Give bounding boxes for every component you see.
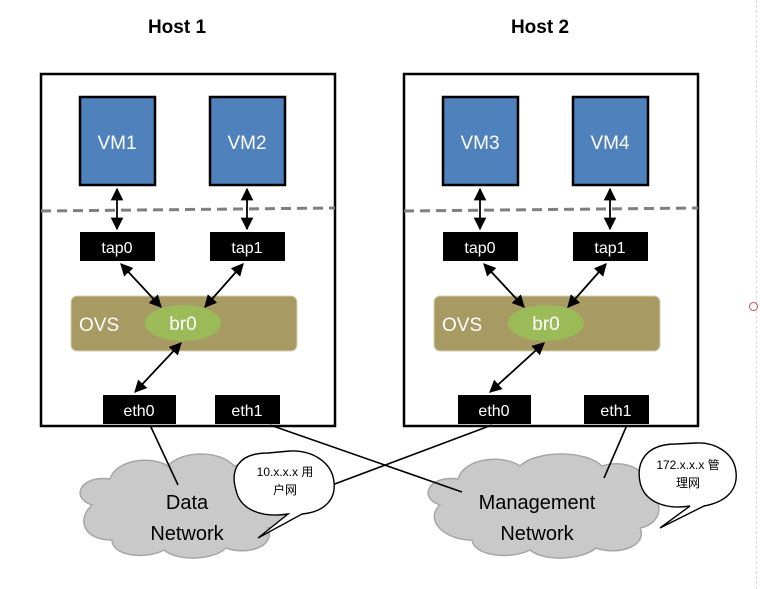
callout-text: 理网 — [676, 476, 700, 490]
bridge-nic-arrow — [489, 342, 545, 393]
management-network-cloud: Management Network — [427, 453, 660, 559]
host-title: Host 1 — [148, 17, 207, 38]
network-cable — [149, 424, 179, 486]
callout-text: 172.x.x.x 管 — [656, 457, 719, 472]
callout-text: 户网 — [273, 482, 297, 497]
nic-label: eth0 — [478, 403, 509, 420]
bridge-br0[interactable]: br0 — [145, 305, 221, 341]
vm-box[interactable]: VM2 — [208, 95, 287, 187]
network-cable — [603, 424, 628, 479]
tap-bridge-arrow — [483, 263, 525, 308]
tap-label: tap1 — [231, 240, 262, 257]
nic-port[interactable]: eth0 — [458, 395, 531, 424]
host-title: Host 2 — [511, 17, 569, 38]
nic-label: eth1 — [600, 403, 631, 420]
nic-port[interactable]: eth1 — [584, 395, 649, 424]
tap-label: tap1 — [594, 240, 625, 257]
ovs-label: OVS — [442, 315, 482, 336]
tap-interface[interactable]: tap1 — [210, 232, 285, 261]
vm-label: VM2 — [227, 133, 266, 154]
cloud-label: Network — [150, 523, 224, 545]
tap-label: tap0 — [101, 240, 132, 257]
ovs-label: OVS — [79, 315, 119, 336]
nic-label: eth0 — [123, 403, 154, 420]
tap-interface[interactable]: tap0 — [80, 232, 155, 261]
cloud-label: Network — [500, 523, 574, 545]
vm-boundary-dashed-line — [403, 206, 699, 213]
bridge-br0[interactable]: br0 — [508, 305, 584, 341]
vm-label: VM3 — [460, 133, 499, 154]
page-edge-guide — [756, 0, 760, 589]
vm-box[interactable]: VM4 — [571, 95, 650, 187]
resize-handle[interactable] — [749, 302, 758, 311]
nic-port[interactable]: eth0 — [103, 395, 176, 424]
data-network-callout: 10.x.x.x 用 户网 — [233, 450, 335, 539]
tap-bridge-arrow — [204, 263, 244, 308]
tap-interface[interactable]: tap1 — [573, 232, 648, 261]
callout-text: 10.x.x.x 用 — [257, 465, 314, 479]
bridge-nic-arrow — [134, 342, 182, 393]
tap-bridge-arrow — [120, 263, 162, 308]
tap-bridge-arrow — [567, 263, 607, 308]
bridge-label: br0 — [532, 314, 559, 335]
nic-label: eth1 — [231, 403, 262, 420]
network-cable — [269, 424, 463, 493]
vm-label: VM1 — [97, 133, 136, 154]
cloud-label: Management — [479, 492, 596, 514]
vm-box[interactable]: VM1 — [78, 95, 157, 187]
tap-label: tap0 — [464, 240, 495, 257]
tap-interface[interactable]: tap0 — [443, 232, 518, 261]
vm-boundary-dashed-line — [40, 206, 336, 213]
cloud-label: Data — [166, 492, 209, 514]
nic-port[interactable]: eth1 — [215, 395, 280, 424]
vm-label: VM4 — [590, 133, 630, 154]
management-network-callout: 172.x.x.x 管 理网 — [638, 442, 737, 529]
vm-box[interactable]: VM3 — [441, 95, 520, 187]
bridge-label: br0 — [169, 314, 196, 335]
